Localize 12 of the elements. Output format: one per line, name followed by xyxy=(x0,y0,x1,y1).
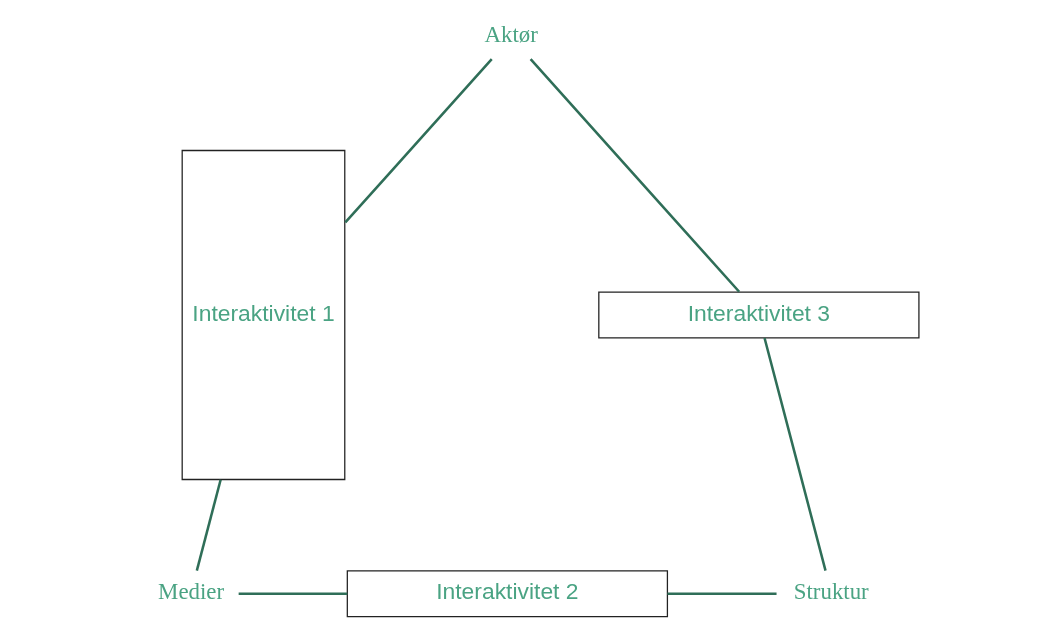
node-text: Aktør xyxy=(484,21,538,47)
connector xyxy=(238,592,348,596)
connector xyxy=(529,58,741,293)
node-box: Interaktivitet 1 xyxy=(181,149,346,481)
connector xyxy=(667,592,777,596)
connector xyxy=(763,337,827,571)
connector xyxy=(195,479,222,571)
node-text: Medier xyxy=(158,579,225,605)
node-box: Interaktivitet 3 xyxy=(598,291,920,339)
node-box: Interaktivitet 2 xyxy=(346,570,669,618)
node-text: Struktur xyxy=(793,579,869,605)
connector xyxy=(344,58,493,224)
